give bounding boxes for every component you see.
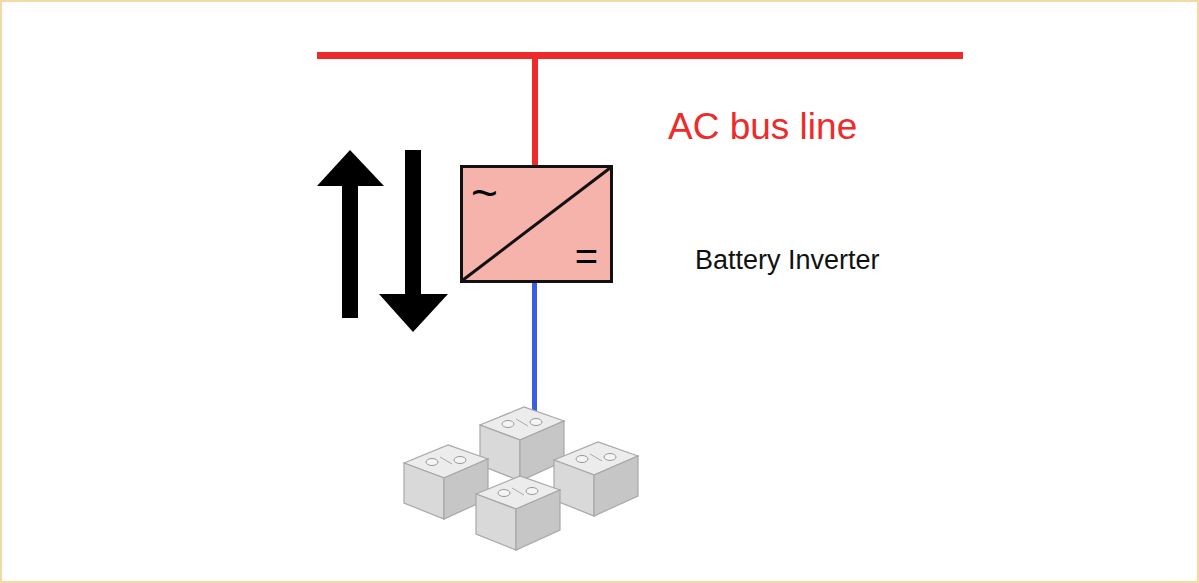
inverter-label: Battery Inverter <box>695 247 880 274</box>
dc-wire <box>532 283 537 413</box>
bus-label: AC bus line <box>668 108 857 145</box>
bus-drop-wire <box>532 55 538 167</box>
battery-bank <box>404 407 638 550</box>
dc-symbol: = <box>575 236 598 276</box>
ac-bus-line <box>317 52 963 59</box>
power-flow-arrows <box>317 150 448 332</box>
inverter-box: ~= <box>460 165 613 283</box>
ac-symbol: ~ <box>471 170 498 216</box>
